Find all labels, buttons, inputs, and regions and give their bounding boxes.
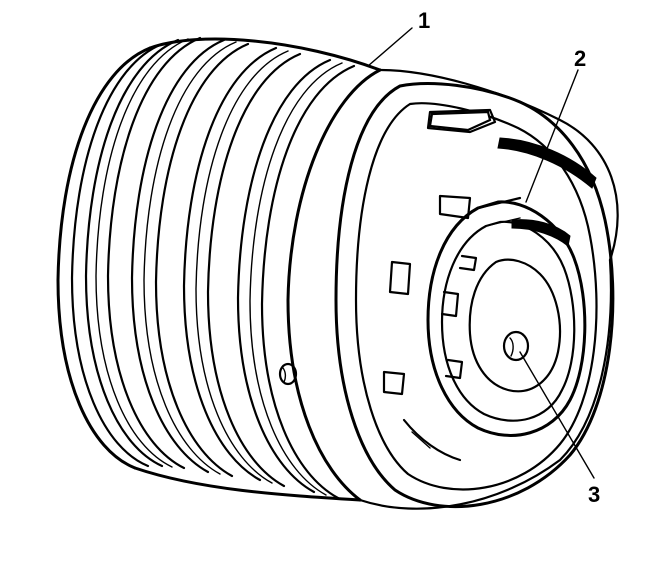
callout-label-1: 1	[418, 8, 430, 33]
callout-labels: 1 2 3	[418, 8, 600, 507]
callout-label-2: 2	[574, 46, 586, 71]
ribbed-body	[84, 36, 382, 502]
leader-lines	[367, 27, 595, 479]
center-hole-icon	[502, 330, 530, 362]
back-end-face	[56, 42, 164, 470]
front-collar	[286, 68, 619, 510]
leader-line-2	[525, 69, 579, 203]
inner-sleeve	[426, 196, 587, 437]
leader-line-3	[519, 351, 595, 479]
callout-label-3: 3	[588, 482, 600, 507]
leader-line-1	[367, 27, 413, 67]
